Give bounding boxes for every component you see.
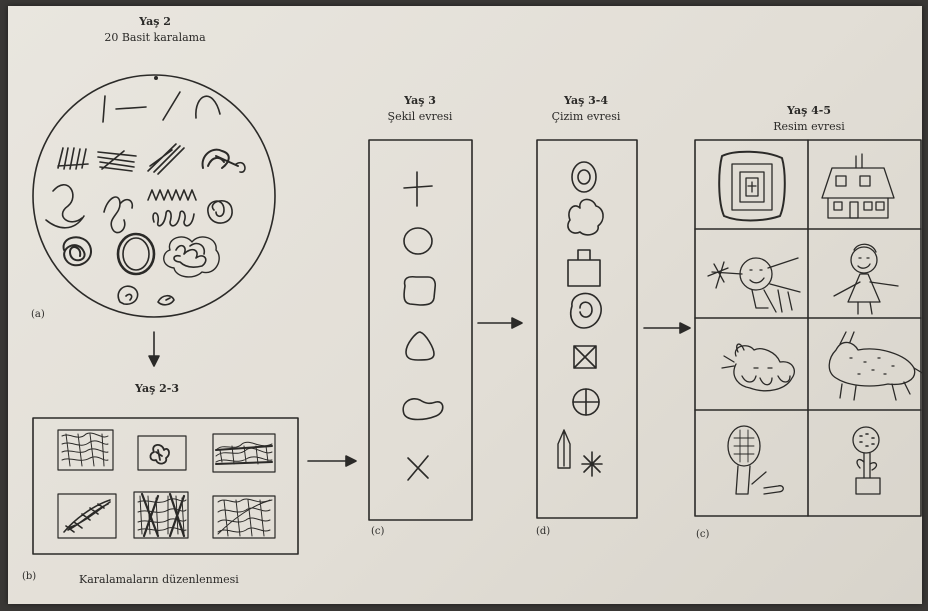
basic-scribbles — [46, 77, 245, 305]
arrow-a-to-b — [149, 332, 159, 366]
arrow-c-to-d — [478, 318, 522, 328]
diagram-artwork — [8, 6, 922, 604]
pictures — [708, 152, 922, 494]
arrow-b-to-c — [308, 456, 356, 466]
basic-shapes — [403, 172, 443, 480]
panel-b-box — [33, 418, 298, 554]
panel-c-box — [369, 140, 472, 520]
diagram-page: Yaş 2 20 Basit karalama (a) Yaş 2-3 (b) … — [8, 6, 922, 604]
panel-d-box — [537, 140, 637, 518]
organized-scribbles — [58, 430, 275, 538]
combined-shapes — [558, 162, 603, 476]
panel-e-grid — [695, 140, 921, 516]
arrow-d-to-e — [644, 323, 690, 333]
